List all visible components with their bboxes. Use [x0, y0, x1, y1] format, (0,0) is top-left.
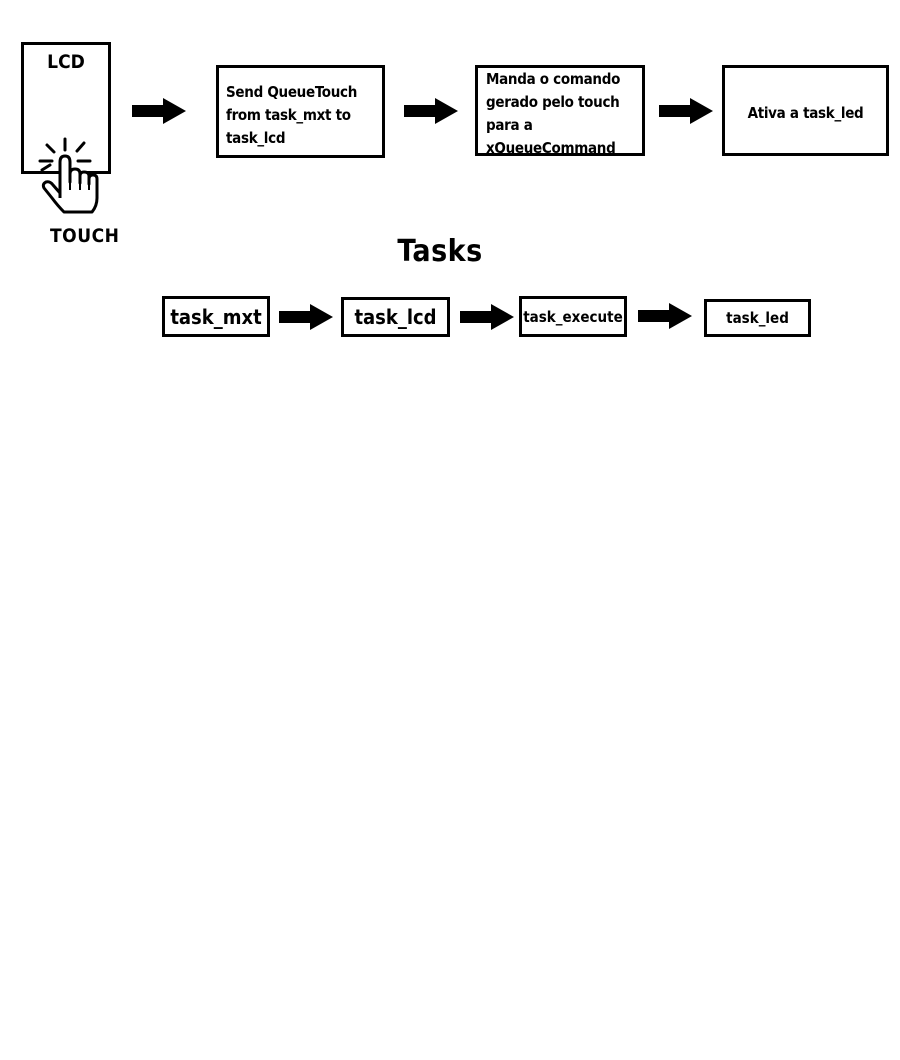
flow-step-line: Ativa a task_led	[747, 104, 864, 122]
right-arrow-icon	[659, 98, 713, 124]
flow-step-line: gerado pelo touch	[486, 93, 620, 111]
flow-step-line: xQueueCommand	[486, 139, 616, 156]
flow-step-text: Manda o comando gerado pelo touch para a…	[486, 68, 621, 156]
task-label: task_lcd	[354, 305, 437, 329]
right-arrow-icon	[404, 98, 458, 124]
flow-step-manda-comando: Manda o comando gerado pelo touch para a…	[475, 65, 645, 156]
right-arrow-icon	[638, 303, 692, 329]
flow-step-send-queuetouch: Send QueueTouch from task_mxt to task_lc…	[216, 65, 385, 158]
flow-step-text: Send QueueTouch from task_mxt to task_lc…	[226, 81, 357, 150]
right-arrow-icon	[279, 304, 333, 330]
hand-touch-icon	[38, 137, 99, 214]
tasks-title: Tasks	[397, 234, 483, 269]
task-box-led: task_led	[704, 299, 811, 337]
task-box-mxt: task_mxt	[162, 296, 270, 337]
flow-step-line: Send QueueTouch	[226, 83, 358, 101]
right-arrow-icon	[460, 304, 514, 330]
lcd-label: LCD	[47, 51, 85, 73]
task-label: task_execute	[523, 307, 623, 326]
touch-label: TOUCH	[50, 225, 120, 247]
task-box-execute: task_execute	[519, 296, 627, 337]
flow-step-line: from task_mxt to	[226, 106, 351, 124]
flow-step-text: Ativa a task_led	[725, 102, 886, 125]
flow-step-line: task_lcd	[226, 129, 286, 147]
task-label: task_led	[726, 309, 789, 327]
task-label: task_mxt	[170, 304, 262, 329]
lcd-screen: LCD	[21, 42, 111, 174]
flow-step-ativa-task-led: Ativa a task_led	[722, 65, 889, 156]
flow-step-line: Manda o comando	[486, 70, 621, 88]
task-box-lcd: task_lcd	[341, 297, 450, 337]
flow-step-line: para a	[486, 116, 533, 134]
right-arrow-icon	[132, 98, 186, 124]
